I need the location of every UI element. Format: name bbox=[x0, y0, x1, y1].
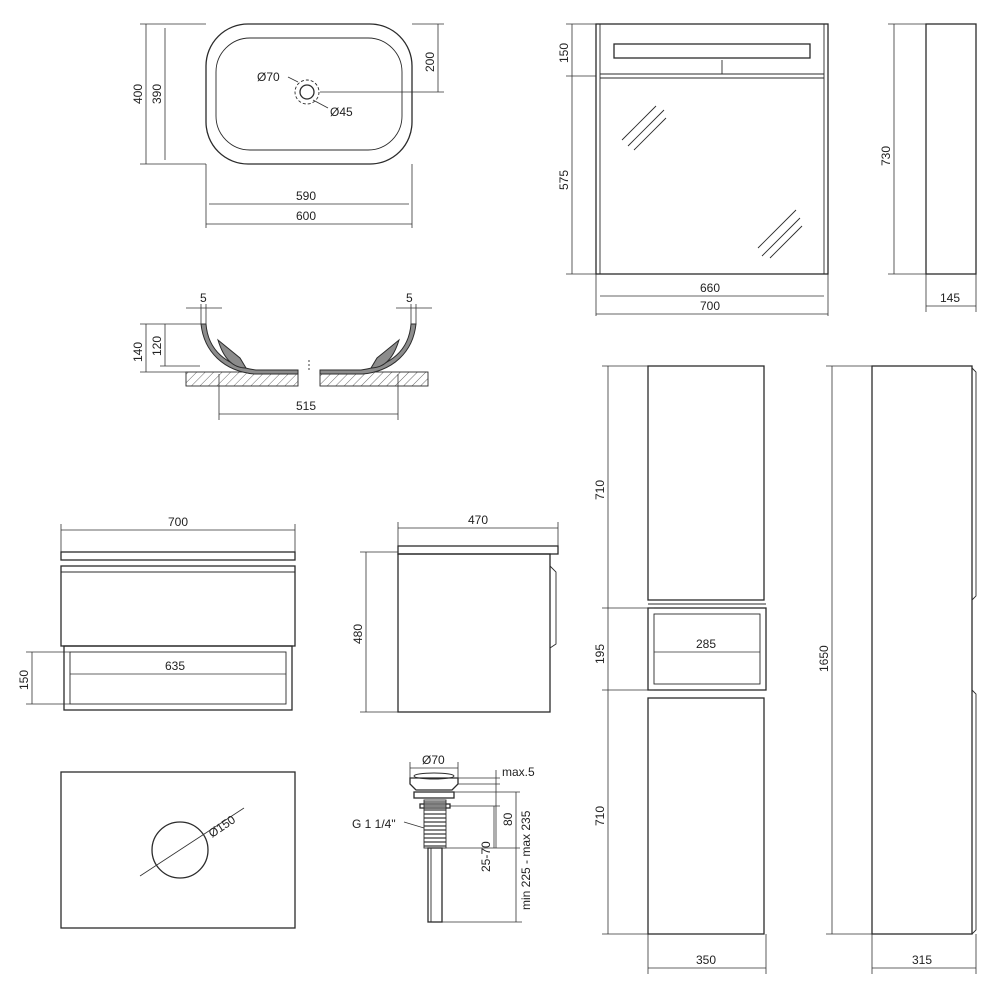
section-h-inner-label: 120 bbox=[150, 336, 164, 356]
section-h-outer-label: 140 bbox=[131, 342, 145, 362]
cabinet-h-shelf-label: 150 bbox=[17, 670, 31, 690]
drain-thread-len-label: 80 bbox=[501, 812, 515, 826]
countertop-hole-label: Ø150 bbox=[206, 812, 238, 840]
cabinet-countertop bbox=[60, 551, 296, 561]
basin-wall-right bbox=[319, 323, 417, 375]
mirror-w-inner-label: 660 bbox=[700, 281, 720, 295]
drain-thread-label: G 1 1/4" bbox=[352, 817, 396, 831]
basin-foot-left bbox=[217, 338, 247, 369]
basin-section-view: 5 5 140 120 515 bbox=[131, 291, 432, 420]
basin-drain-inner bbox=[299, 84, 315, 100]
tall-lower-door bbox=[647, 697, 765, 935]
tall-w-niche-label: 285 bbox=[696, 637, 716, 651]
drain-adjust-label: 25-70 bbox=[479, 841, 493, 872]
mirror-depth-label: 145 bbox=[940, 291, 960, 305]
tall-side-outline bbox=[871, 365, 973, 935]
tall-side-depth-label: 315 bbox=[912, 953, 932, 967]
basin-w-inner-label: 590 bbox=[296, 189, 316, 203]
mirror-side-outline bbox=[925, 23, 977, 275]
cabinet-side-view: 470 480 bbox=[351, 513, 559, 713]
mirror-w-total-label: 700 bbox=[700, 299, 720, 313]
basin-h-center-label: 200 bbox=[423, 52, 437, 72]
drain-pipe bbox=[427, 847, 443, 923]
basin-top-view: Ø70 Ø45 400 390 200 590 600 bbox=[131, 23, 444, 228]
mirror-front-view: 150 575 660 700 bbox=[557, 23, 829, 316]
section-rim-left-label: 5 bbox=[200, 291, 207, 305]
basin-d-outlet-label: Ø70 bbox=[257, 70, 280, 84]
tall-side-height-label: 1650 bbox=[817, 645, 831, 672]
basin-drain-outer bbox=[294, 79, 320, 105]
side-body bbox=[397, 553, 551, 713]
drain-cap bbox=[409, 777, 459, 791]
side-height-label: 480 bbox=[351, 624, 365, 644]
mirror-frame bbox=[595, 23, 829, 275]
drain-total-label: min 225 - max 235 bbox=[519, 810, 533, 910]
drain-d-cap-label: Ø70 bbox=[422, 753, 445, 767]
countertop-top-view: Ø150 bbox=[60, 771, 296, 929]
basin-d-drain-label: Ø45 bbox=[330, 105, 353, 119]
cabinet-shelf-inner bbox=[69, 651, 287, 705]
basin-h-total-label: 400 bbox=[131, 84, 145, 104]
drain-detail: Ø70 max.5 80 25-70 min 225 - max 235 G 1… bbox=[352, 753, 535, 923]
countertop-hole bbox=[151, 821, 209, 879]
basin-w-total-label: 600 bbox=[296, 209, 316, 223]
tall-width-label: 350 bbox=[696, 953, 716, 967]
side-depth-label: 470 bbox=[468, 513, 488, 527]
mirror-h-glass-label: 575 bbox=[557, 170, 571, 190]
section-rim-right-label: 5 bbox=[406, 291, 413, 305]
basin-h-inner-label: 390 bbox=[150, 84, 164, 104]
tall-cabinet-side-view: 1650 315 bbox=[817, 365, 977, 974]
basin-wall-left bbox=[200, 323, 299, 375]
tall-niche-outer bbox=[647, 607, 767, 691]
tall-niche-inner bbox=[653, 613, 761, 685]
cabinet-drawer-front bbox=[60, 565, 296, 647]
mirror-side-view: 730 145 bbox=[879, 23, 977, 312]
mirror-h-side-label: 730 bbox=[879, 146, 893, 166]
countertop-outline bbox=[60, 771, 296, 929]
basin-foot-right bbox=[370, 338, 400, 369]
section-w-base-label: 515 bbox=[296, 399, 316, 413]
side-countertop bbox=[397, 545, 559, 555]
mirror-h-light-label: 150 bbox=[557, 43, 571, 63]
tall-cabinet-front-view: 710 195 710 285 350 bbox=[593, 365, 767, 974]
drain-flange bbox=[413, 791, 455, 799]
drain-max-gap-label: max.5 bbox=[502, 765, 535, 779]
cabinet-w-total-label: 700 bbox=[168, 515, 188, 529]
cabinet-open-shelf bbox=[63, 645, 293, 711]
cabinet-front-view: 700 150 635 bbox=[17, 515, 296, 711]
tall-h-niche-label: 195 bbox=[593, 644, 607, 664]
cabinet-w-shelf-label: 635 bbox=[165, 659, 185, 673]
tall-h-upper-label: 710 bbox=[593, 480, 607, 500]
tall-upper-door bbox=[647, 365, 765, 601]
basin-outer-outline bbox=[205, 23, 413, 165]
basin-inner-outline bbox=[215, 37, 403, 151]
drain-thread bbox=[423, 799, 447, 849]
tall-h-lower-label: 710 bbox=[593, 806, 607, 826]
mirror-light-strip bbox=[613, 43, 811, 59]
